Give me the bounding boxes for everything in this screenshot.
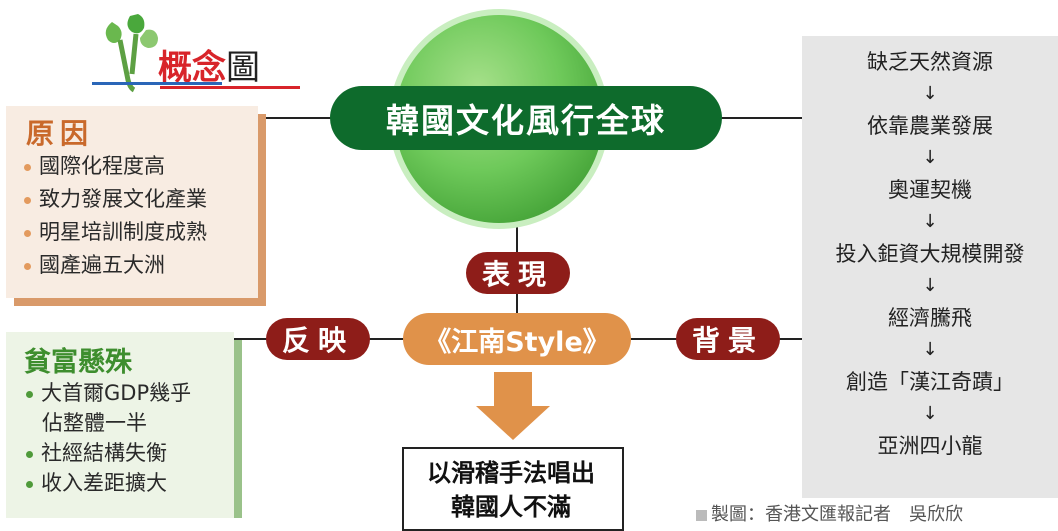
down-arrow-icon: ↓ xyxy=(922,275,938,296)
bullet-icon xyxy=(24,229,31,237)
list-item: 收入差距擴大 xyxy=(26,468,236,498)
bullet-icon xyxy=(24,262,31,270)
background-steps: 缺乏天然資源 ↓ 依靠農業發展 ↓ 奧運契機 ↓ 投入鉅資大規模開發 ↓ 經濟騰… xyxy=(802,50,1058,458)
tree-logo-icon xyxy=(105,14,158,93)
logo-underline-red xyxy=(160,86,300,89)
cause-item-label: 國際化程度高 xyxy=(39,154,165,178)
list-item: 明星培訓制度成熟 xyxy=(24,216,264,249)
bullet-icon xyxy=(26,450,33,458)
down-arrow-icon: ↓ xyxy=(922,403,938,424)
result-box xyxy=(402,447,624,531)
rich-poor-item-label: 社經結構失衡 xyxy=(41,441,167,465)
down-arrow-icon xyxy=(476,406,550,440)
down-arrow-icon-body xyxy=(494,372,532,408)
background-panel xyxy=(802,36,1058,498)
pill-beijing: 背景 xyxy=(676,318,780,360)
list-item-continuation: 佔整體一半 xyxy=(26,408,236,438)
cause-box xyxy=(6,106,258,298)
connector-left-top xyxy=(258,117,338,119)
result-text: 以滑稽手法唱出 韓國人不滿 xyxy=(404,456,618,524)
logo-title: 概念圖 xyxy=(158,40,260,89)
down-arrow-icon: ↓ xyxy=(922,211,938,232)
cause-item-label: 明星培訓制度成熟 xyxy=(39,220,207,244)
rich-poor-list: 大首爾GDP幾乎 佔整體一半 社經結構失衡 收入差距擴大 xyxy=(26,378,236,498)
background-step: 經濟騰飛 xyxy=(888,306,972,330)
credit-text: 製圖：香港文匯報記者 吳欣欣 xyxy=(711,504,963,525)
rich-poor-item-label: 收入差距擴大 xyxy=(41,471,167,495)
background-step: 奧運契機 xyxy=(888,178,972,202)
down-arrow-icon: ↓ xyxy=(922,339,938,360)
rich-poor-item-label: 佔整體一半 xyxy=(42,411,147,435)
logo-underline-blue xyxy=(92,82,222,85)
down-arrow-icon: ↓ xyxy=(922,83,938,104)
bullet-icon xyxy=(26,390,33,398)
connector-right-top xyxy=(710,117,802,119)
gangnam-style-label: 《江南Style》 xyxy=(403,313,631,365)
background-step: 缺乏天然資源 xyxy=(867,50,993,74)
bullet-icon xyxy=(24,196,31,204)
rich-poor-item-label: 大首爾GDP幾乎 xyxy=(41,381,192,405)
list-item: 大首爾GDP幾乎 xyxy=(26,378,236,408)
rich-poor-box xyxy=(6,332,234,518)
list-item: 國際化程度高 xyxy=(24,150,264,183)
list-item: 國產遍五大洲 xyxy=(24,249,264,282)
logo-plain-text: 圖 xyxy=(226,48,260,88)
down-arrow-icon: ↓ xyxy=(922,147,938,168)
cause-list: 國際化程度高 致力發展文化產業 明星培訓制度成熟 國產遍五大洲 xyxy=(24,150,264,282)
background-step: 創造「漢江奇蹟」 xyxy=(846,370,1014,394)
cause-item-label: 國產遍五大洲 xyxy=(39,253,165,277)
background-step: 亞洲四小龍 xyxy=(877,434,983,458)
pill-fanying: 反映 xyxy=(266,318,370,360)
list-item: 社經結構失衡 xyxy=(26,438,236,468)
square-bullet-icon xyxy=(696,509,707,521)
bullet-icon xyxy=(26,480,33,488)
result-line: 以滑稽手法唱出 xyxy=(427,459,595,487)
pill-biaoxian: 表現 xyxy=(466,252,570,294)
cause-item-label: 致力發展文化產業 xyxy=(39,187,207,211)
result-line: 韓國人不滿 xyxy=(451,493,571,521)
cause-title: 原因 xyxy=(26,117,95,150)
bullet-icon xyxy=(24,163,31,171)
background-step: 依靠農業發展 xyxy=(867,114,993,138)
logo-bold-text: 概念 xyxy=(158,48,226,88)
credit-line: 製圖：香港文匯報記者 吳欣欣 xyxy=(696,500,963,526)
list-item: 致力發展文化產業 xyxy=(24,183,264,216)
center-title: 韓國文化風行全球 xyxy=(330,86,722,150)
rich-poor-title: 貧富懸殊 xyxy=(24,347,132,378)
background-step: 投入鉅資大規模開發 xyxy=(835,242,1025,266)
